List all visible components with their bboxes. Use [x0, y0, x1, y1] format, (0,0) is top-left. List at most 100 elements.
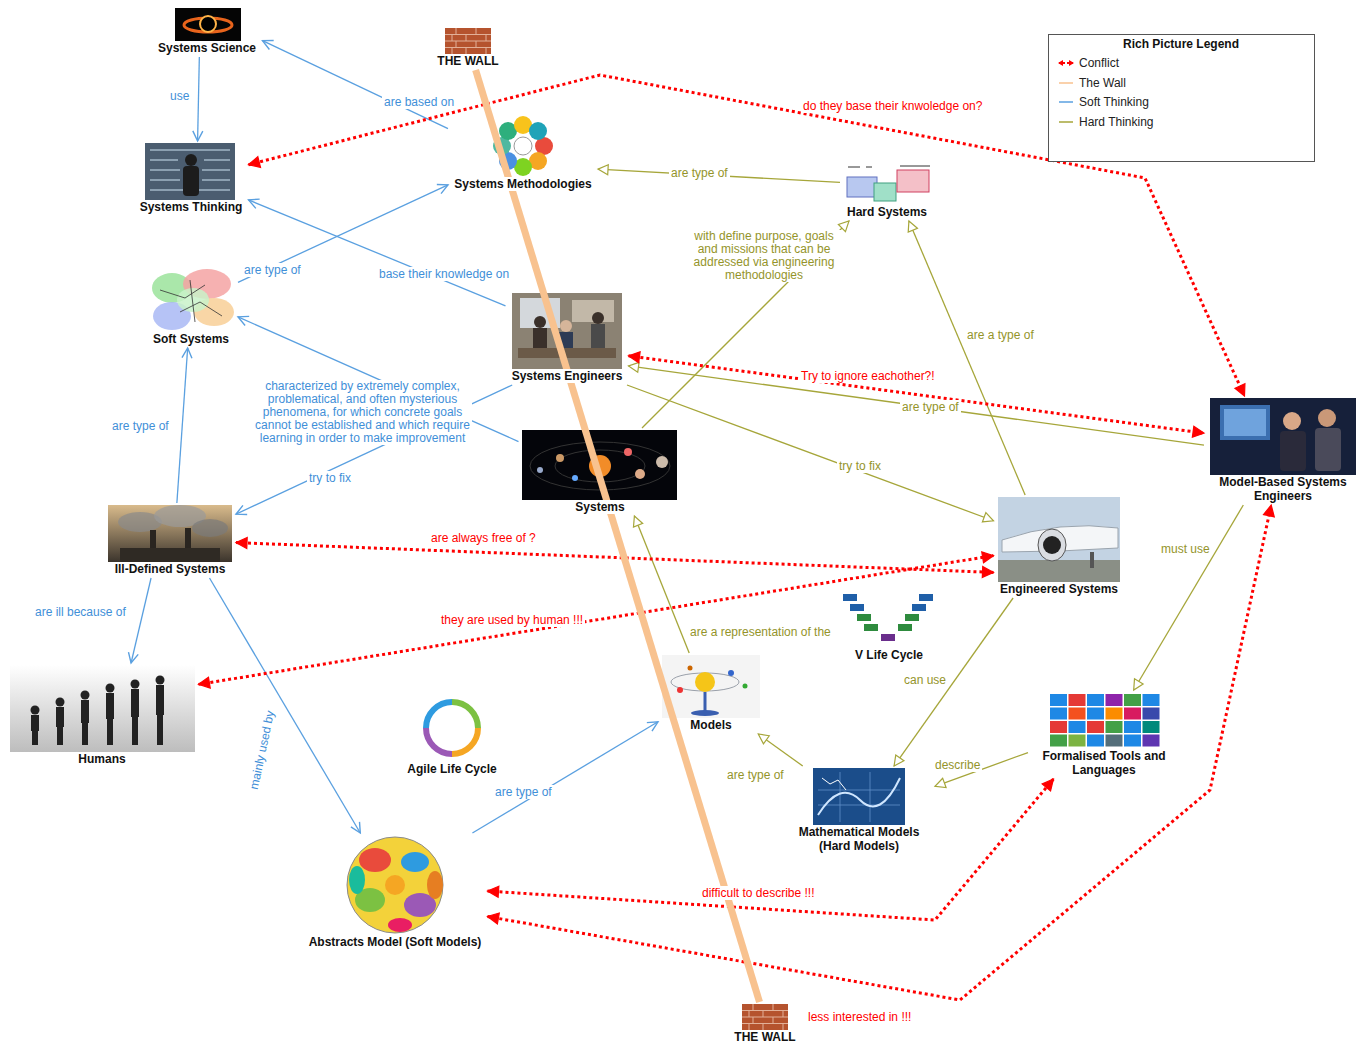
picture-slot [154, 8, 261, 41]
edge-label: are ill because of [33, 605, 128, 619]
aircraft-photo [1090, 552, 1094, 568]
arrow-head [249, 199, 260, 208]
tools-tile-grid [1106, 721, 1123, 733]
hard-systems-icon [847, 166, 930, 201]
edge-label: with define purpose, goals and missions … [687, 230, 841, 282]
connector [177, 348, 192, 503]
evolution-photo [156, 685, 164, 715]
evolution-photo [132, 717, 138, 745]
connector-line [909, 221, 1025, 495]
engineers-photo [1280, 431, 1306, 471]
math-graph-photo [822, 778, 846, 790]
math-graph-photo [818, 772, 900, 822]
picture-node: Systems Science [154, 8, 261, 55]
picture-node: THE WALL [433, 28, 503, 68]
connector [199, 552, 994, 688]
edge-label: base their knowledge on [377, 267, 511, 281]
pollution-photo [120, 548, 220, 562]
picture-slot [996, 497, 1123, 582]
aircraft-photo [1043, 536, 1061, 554]
arrow-head [193, 131, 203, 141]
node-label: V Life Cycle [853, 648, 925, 662]
picture-slot [1030, 692, 1178, 749]
evolution-photo [81, 691, 90, 700]
picture-slot [146, 268, 236, 332]
evolution-photo [31, 715, 39, 731]
node-label: Ill-Defined Systems [113, 562, 228, 576]
arrow-head [982, 513, 993, 522]
arrow-head [1134, 679, 1143, 690]
connector-line [1134, 505, 1244, 690]
node-label: Systems Thinking [138, 200, 245, 214]
evolution-photo [56, 707, 64, 727]
evolution-photo [81, 700, 89, 723]
legend-text: Soft Thinking [1079, 95, 1149, 109]
connector [629, 352, 1205, 437]
connector-line [758, 734, 802, 766]
edge-label: are type of [669, 166, 730, 180]
picture-node: Systems Engineers [508, 293, 627, 383]
picture-node: Hard Systems [842, 163, 932, 219]
node-label: Formalised Tools and Languages [1032, 749, 1176, 777]
connector-line [894, 598, 1013, 766]
connector [758, 734, 802, 766]
edge-label: try to fix [307, 471, 353, 485]
arrow-head [182, 348, 192, 358]
picture-slot [838, 592, 940, 648]
arrow-head [351, 822, 360, 833]
evolution-photo [106, 684, 115, 693]
edge-label: describe [933, 758, 982, 772]
picture-node: Formalised Tools and Languages [1030, 692, 1178, 777]
math-graph-photo [813, 768, 905, 825]
connector-line [249, 75, 1245, 396]
evolution-photo [10, 665, 195, 752]
toy-ball-picture [359, 848, 391, 872]
orrery-photo [677, 687, 683, 693]
brick-wall-icon [445, 28, 491, 54]
tools-tile-grid [1050, 694, 1160, 747]
arrow-head [908, 221, 917, 232]
connector-line [488, 779, 1054, 920]
node-label: THE WALL [732, 1030, 797, 1044]
meeting-photo [560, 320, 572, 332]
tools-tile-grid [1050, 694, 1067, 706]
engineers-photo [1224, 409, 1266, 436]
picture-node: Engineered Systems [996, 497, 1123, 596]
tools-tile-grid [1106, 708, 1123, 720]
tools-tile-grid [1087, 694, 1104, 706]
picture-slot [8, 665, 197, 752]
arrow-head [894, 755, 904, 766]
arrow-head [437, 185, 448, 194]
legend-text: Hard Thinking [1079, 115, 1153, 129]
legend-title: Rich Picture Legend [1123, 37, 1239, 51]
edge-label: difficult to describe !!! [700, 886, 817, 900]
legend-line [1059, 82, 1073, 84]
arrow-head [598, 165, 608, 175]
connector [236, 538, 994, 578]
orrery-photo [691, 710, 719, 716]
meeting-photo [512, 293, 622, 369]
brick-wall-icon [742, 1004, 788, 1030]
pollution-photo [108, 505, 232, 562]
node-label: Systems Science [156, 41, 258, 55]
picture-node: Ill-Defined Systems [106, 505, 234, 576]
connector [249, 199, 506, 306]
meeting-photo [592, 312, 604, 324]
edge-label: are a type of [965, 328, 1036, 342]
tools-tile-grid [1050, 735, 1067, 747]
tools-tile-grid [1143, 721, 1160, 733]
arrow-head [633, 516, 642, 527]
connector-line [249, 200, 506, 306]
meeting-photo [512, 293, 622, 369]
connector-line [627, 385, 994, 521]
orrery-photo [662, 655, 760, 718]
node-label: THE WALL [435, 54, 500, 68]
brick-wall-icon [742, 1004, 788, 1030]
arrow-head [488, 886, 499, 897]
orrery-photo [728, 670, 734, 676]
agile-cycle-icon [426, 728, 452, 754]
v-life-cycle-icon [850, 604, 864, 611]
v-life-cycle-icon [905, 614, 919, 621]
meeting-photo [534, 316, 546, 328]
maze-photo [145, 143, 235, 200]
